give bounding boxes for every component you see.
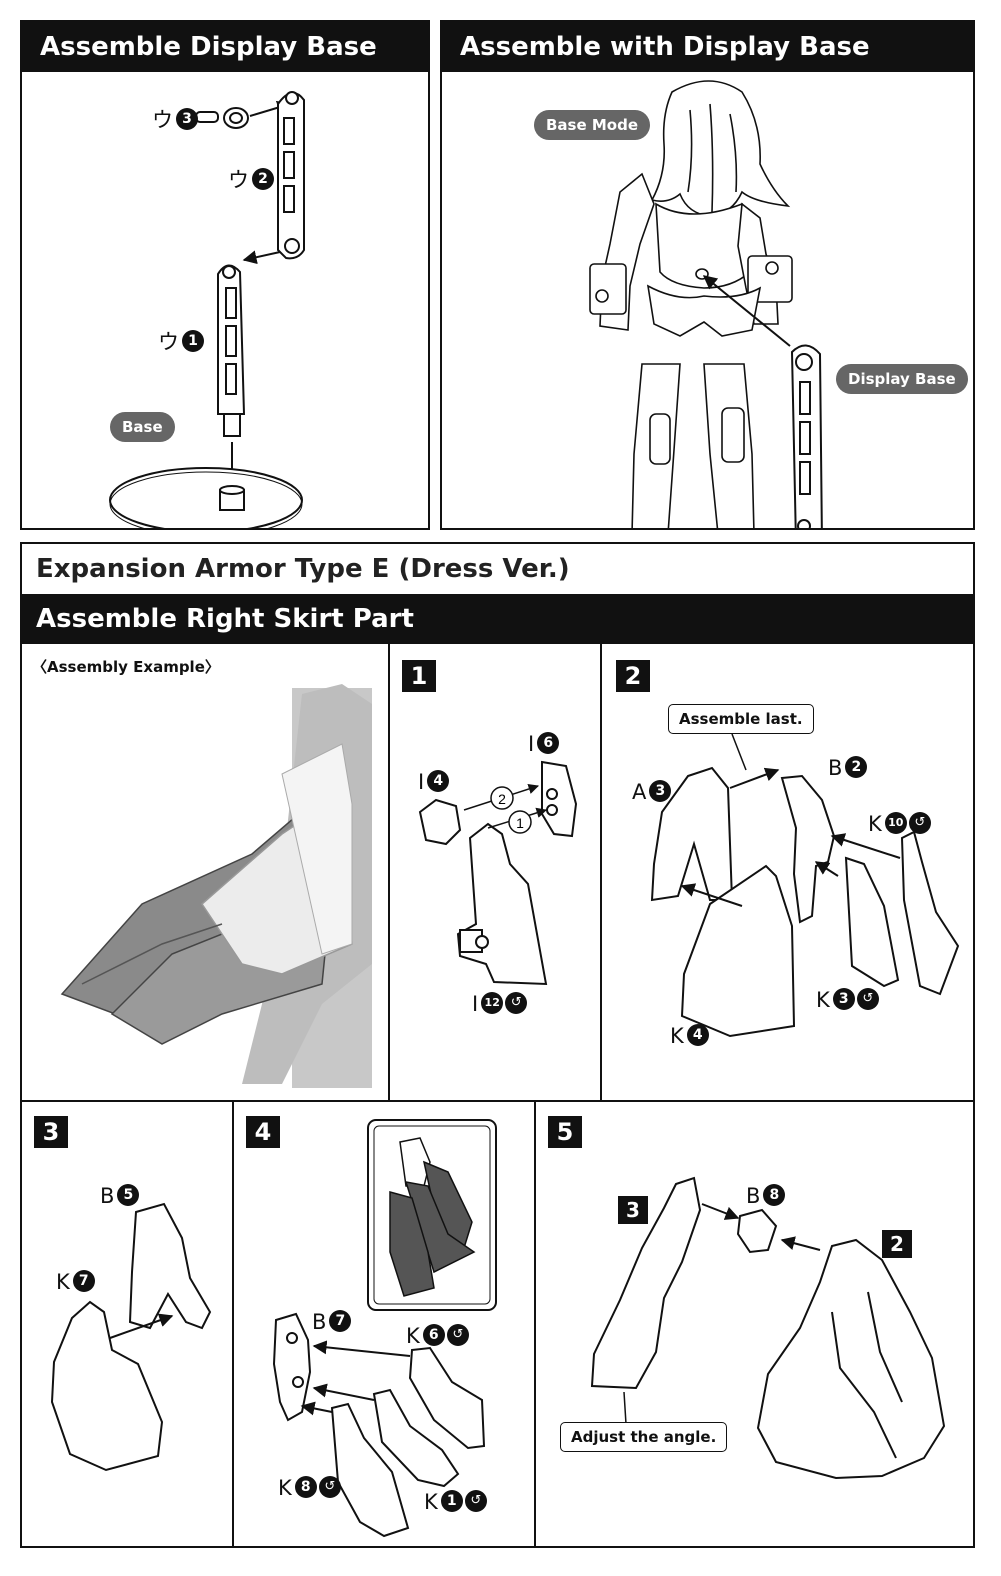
section-subtitle: Assemble Right Skirt Part — [22, 594, 973, 644]
part-step3-assembly — [590, 1176, 702, 1390]
step-5-number: 5 — [548, 1116, 582, 1148]
step-5-illustration — [590, 1176, 946, 1480]
display-base-label: Display Base — [836, 364, 968, 394]
part-k7 — [50, 1300, 164, 1472]
figure-illustration — [589, 80, 823, 528]
arrow-u2 — [242, 250, 281, 265]
assembly-example-label: 〈Assembly Example〉 — [32, 658, 220, 676]
base-label: Base — [110, 412, 175, 442]
gate-icon: ↺ — [505, 992, 528, 1014]
part-b7 — [272, 1312, 312, 1422]
step-3-number: 3 — [34, 1116, 68, 1148]
display-base-illustration — [109, 91, 305, 528]
part-k4 — [680, 864, 796, 1038]
gate-icon: ↺ — [446, 1324, 469, 1346]
display-base-figure-panel: Assemble with Display Base — [440, 20, 975, 530]
assembly-example-cell: 〈Assembly Example〉 — [22, 644, 390, 1102]
part-i12 — [456, 822, 548, 986]
step-1-illustration: 2 1 — [418, 760, 578, 986]
step-3-illustration — [50, 1202, 212, 1472]
part-i4 — [418, 798, 462, 846]
part-k8 — [330, 1402, 410, 1538]
part-step2-assembly — [756, 1238, 946, 1480]
step-1-number: 1 — [402, 660, 436, 692]
order-mark-1: 1 — [508, 810, 532, 834]
gate-icon: ↺ — [464, 1490, 487, 1512]
step-4-number: 4 — [246, 1116, 280, 1148]
part-k1 — [372, 1388, 460, 1488]
base-plate — [109, 467, 303, 528]
display-base-title: Assemble Display Base — [22, 22, 428, 72]
display-base-arm — [790, 344, 823, 528]
skirt-section: Expansion Armor Type E (Dress Ver.) Asse… — [20, 542, 975, 1548]
pillar-part-u1 — [217, 264, 246, 437]
gate-icon: ↺ — [318, 1476, 341, 1498]
figure-skirt — [646, 284, 762, 337]
section-title: Expansion Armor Type E (Dress Ver.) — [22, 544, 973, 596]
assemble-last-note: Assemble last. — [668, 704, 814, 734]
part-k6 — [408, 1346, 486, 1450]
assembly-example-render — [60, 684, 372, 1088]
part-a3 — [650, 766, 734, 902]
gate-icon: ↺ — [856, 988, 879, 1010]
svg-text:2: 2 — [498, 791, 506, 807]
order-mark-2: 2 — [490, 786, 514, 810]
screw-part-u3 — [195, 107, 249, 129]
display-base-panel: Assemble Display Base — [20, 20, 430, 530]
figure-torso — [655, 202, 751, 289]
part-i6 — [541, 760, 578, 838]
base-mode-label: Base Mode — [534, 110, 651, 140]
figure-panel-title: Assemble with Display Base — [442, 22, 973, 72]
part-k3 — [844, 856, 900, 988]
step-5-ref-2: 2 — [882, 1230, 912, 1258]
adjust-angle-note: Adjust the angle. — [560, 1422, 728, 1452]
part-b8 — [736, 1208, 778, 1254]
step-5-ref-3: 3 — [618, 1196, 648, 1224]
svg-text:1: 1 — [516, 815, 524, 831]
figure-hair — [650, 80, 791, 217]
step-2-illustration — [650, 733, 960, 1038]
step-2-number: 2 — [616, 660, 650, 692]
part-k10 — [900, 830, 960, 996]
part-b5 — [128, 1202, 212, 1330]
arrow-display-base — [702, 275, 791, 347]
step-4-illustration — [272, 1119, 497, 1538]
part-b2 — [780, 774, 836, 924]
arm-part-u2 — [277, 91, 305, 260]
gate-icon: ↺ — [908, 812, 931, 834]
